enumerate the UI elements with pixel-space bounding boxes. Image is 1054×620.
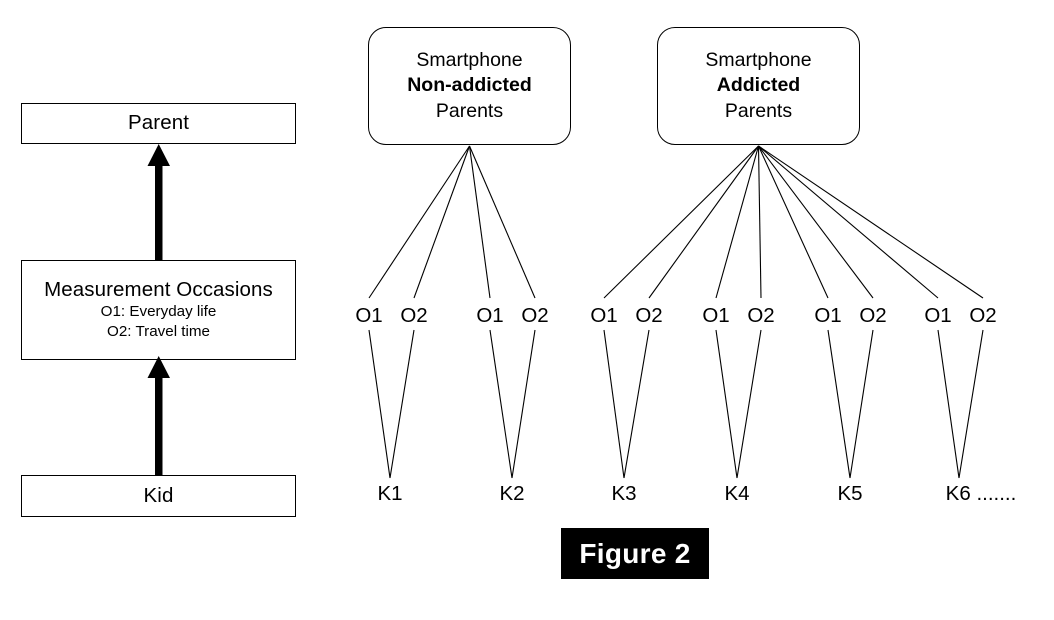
smartphone-non-addicted-parents-box: Smartphone Non-addicted Parents [368,27,571,145]
v-connectors-occasions-to-kids [368,329,984,479]
parent-box-title: Parent [128,111,189,135]
non-addicted-line-1: Smartphone [416,48,523,71]
addicted-line-1: Smartphone [705,48,812,71]
non-addicted-line-2: Non-addicted [407,74,532,97]
kid-label-k3: K3 [611,482,637,505]
occasion-label-k2-o2: O2 [521,304,549,327]
occasion-label-k5-o2: O2 [859,304,887,327]
fan-lines-non-addicted [368,145,536,299]
occasion-label-k4-o1: O1 [702,304,730,327]
occasion-label-k1-o2: O2 [400,304,428,327]
measurement-occasions-box: Measurement Occasions O1: Everyday life … [21,260,296,360]
addicted-line-2: Addicted [716,74,801,97]
occasion-label-k3-o2: O2 [635,304,663,327]
kid-box-title: Kid [143,483,174,507]
occasion-label-k6-o2: O2 [969,304,997,327]
occasion-label-k6-o1: O1 [924,304,952,327]
figure-caption: Figure 2 [561,528,709,579]
kid-label-k4: K4 [724,482,750,505]
measurement-occasion-o2: O2: Travel time [107,323,210,341]
occasion-label-k2-o1: O1 [476,304,504,327]
arrow-measurement-to-parent [147,144,170,260]
kid-box: Kid [21,475,296,517]
measurement-occasion-o1: O1: Everyday life [100,303,217,321]
kid-label-k2: K2 [499,482,525,505]
kid-label-k6: K6 ....... [945,482,1017,505]
occasion-label-k4-o2: O2 [747,304,775,327]
measurement-occasions-title: Measurement Occasions [44,278,273,302]
arrow-kid-to-measurement [147,356,170,475]
parent-box: Parent [21,103,296,144]
kid-label-k5: K5 [837,482,863,505]
addicted-line-3: Parents [724,99,793,122]
occasion-label-k3-o1: O1 [590,304,618,327]
kid-label-k1: K1 [377,482,403,505]
occasion-label-k5-o1: O1 [814,304,842,327]
fan-lines-addicted [603,145,984,299]
smartphone-addicted-parents-box: Smartphone Addicted Parents [657,27,860,145]
non-addicted-line-3: Parents [435,99,504,122]
occasion-label-k1-o1: O1 [355,304,383,327]
